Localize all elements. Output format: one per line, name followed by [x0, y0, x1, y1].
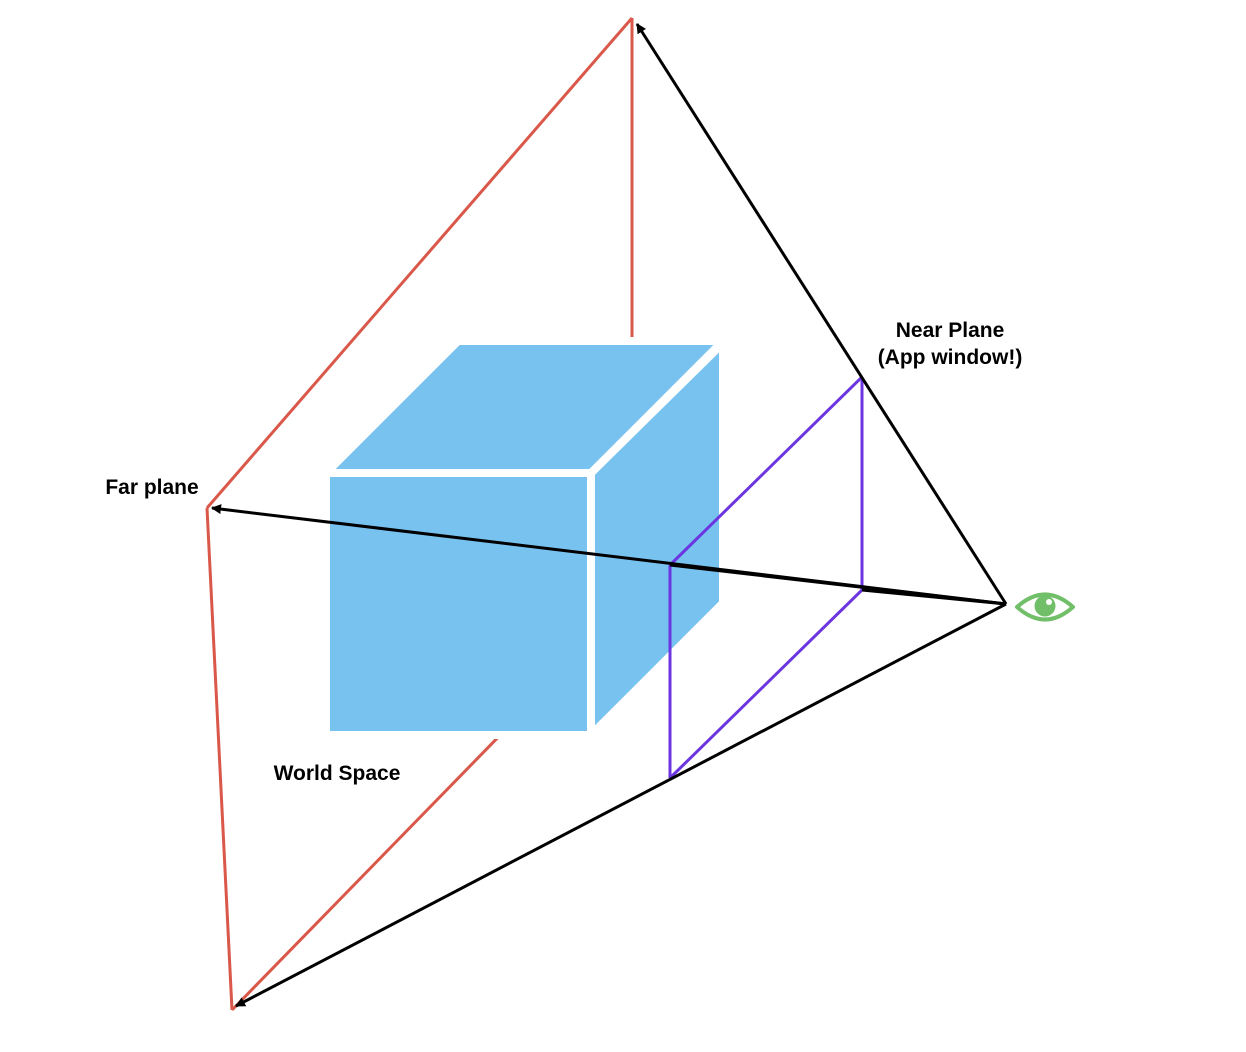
ray-to-far-bottom [235, 602, 1007, 1008]
cube-front-face [322, 469, 595, 739]
far-plane-edge-left [205, 507, 234, 1011]
far-plane-edge-top-left [205, 17, 634, 509]
ray-to-near-left-top [669, 563, 1007, 606]
cube [316, 333, 733, 745]
near-plane-sublabel: (App window!) [878, 346, 1023, 369]
frustum-rays [211, 23, 1008, 1008]
far-plane-label: Far plane [105, 476, 198, 499]
near-plane [668, 375, 864, 780]
eye-icon [1015, 592, 1075, 622]
near-plane-edge-top [668, 375, 864, 567]
world-space-label: World Space [274, 762, 401, 785]
near-plane-edge-bottom [668, 588, 864, 780]
ray-to-far-top [635, 23, 1008, 605]
near-plane-label: Near Plane [896, 319, 1005, 342]
